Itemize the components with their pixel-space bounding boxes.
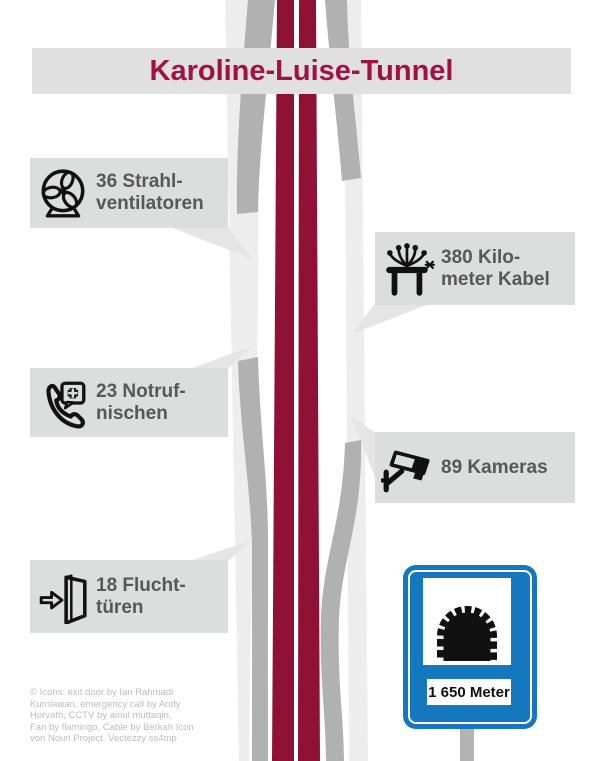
page-title: Karoline-Luise-Tunnel bbox=[149, 54, 454, 87]
sign-inner-border bbox=[408, 570, 532, 724]
sign-distance-plate: 1 650 Meter bbox=[427, 679, 511, 705]
cable-icon bbox=[375, 242, 441, 296]
sign-distance-text: 1 650 Meter bbox=[428, 683, 510, 701]
infobox-label: 380 Kilo- meter Kabel bbox=[441, 246, 550, 290]
infobox-label: 36 Strahl- ventilatoren bbox=[96, 171, 204, 214]
infobox-label: 89 Kameras bbox=[441, 456, 548, 478]
tunnel-pictogram bbox=[423, 578, 511, 665]
emergency-call-icon bbox=[30, 376, 96, 430]
infobox-label: 18 Flucht- türen bbox=[96, 574, 186, 618]
tunnel-tubes bbox=[272, 0, 320, 761]
infobox-emergency: 23 Notruf- nischen bbox=[30, 368, 228, 437]
callout-tails bbox=[170, 227, 432, 561]
infobox-label: 23 Notruf- nischen bbox=[96, 380, 186, 424]
cctv-icon bbox=[375, 441, 441, 495]
icon-credits: © Icons: exit door by Ian Rahmadi Kurnia… bbox=[30, 687, 194, 745]
fan-icon bbox=[30, 166, 96, 220]
infobox-cable: 380 Kilo- meter Kabel bbox=[375, 232, 575, 305]
sign-post bbox=[460, 729, 474, 761]
infobox-escape-doors: 18 Flucht- türen bbox=[30, 560, 228, 633]
infobox-jet-fans: 36 Strahl- ventilatoren bbox=[30, 158, 228, 228]
exit-door-icon bbox=[30, 570, 96, 624]
tunnel-arch bbox=[437, 606, 497, 661]
title-banner: Karoline-Luise-Tunnel bbox=[32, 48, 571, 94]
tunnel-sign: 1 650 Meter bbox=[403, 565, 537, 729]
infobox-cameras: 89 Kameras bbox=[375, 432, 575, 503]
